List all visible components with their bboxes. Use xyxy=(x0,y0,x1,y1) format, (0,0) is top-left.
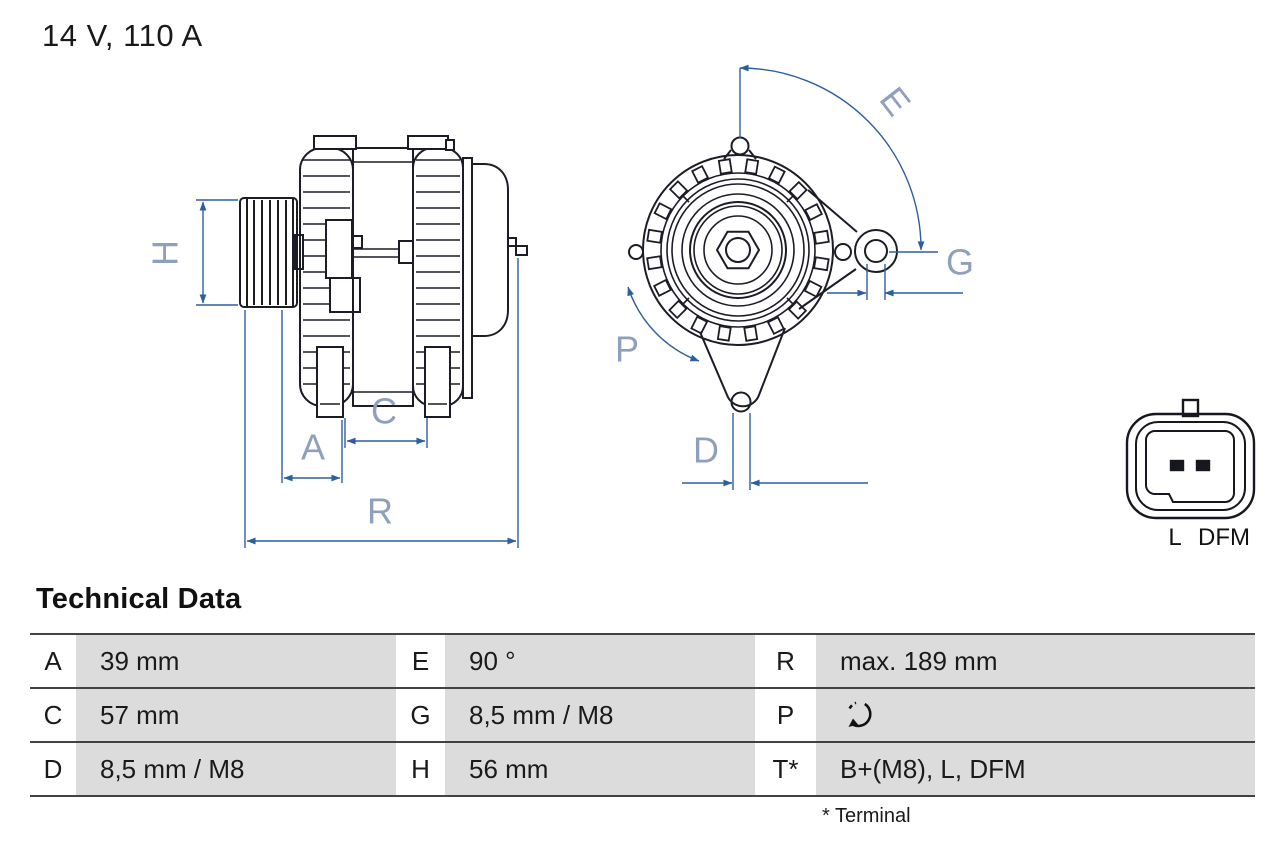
alternator-side-view xyxy=(239,135,528,418)
cell-value-E: 90 ° xyxy=(445,635,755,687)
cell-value-G: 8,5 mm / M8 xyxy=(445,689,755,741)
connector-pin-label-DFM: DFM xyxy=(1198,524,1250,551)
dim-label-C: C xyxy=(371,391,397,432)
pulley xyxy=(239,197,304,308)
voltage-amperage-title: 14 V, 110 A xyxy=(42,18,203,53)
cell-value-T: B+(M8), L, DFM xyxy=(816,743,1255,795)
left-tab xyxy=(628,244,644,260)
connector-pin-label-L: L xyxy=(1168,524,1181,551)
bottom-mount-foot xyxy=(699,327,786,413)
technical-drawings: H A C R xyxy=(145,64,1256,551)
table-row: C 57 mm G 8,5 mm / M8 P xyxy=(30,689,1255,743)
cell-key-A: A xyxy=(30,635,76,687)
cell-key-E: E xyxy=(396,635,445,687)
cell-key-C: C xyxy=(30,689,76,741)
dim-label-E: E xyxy=(872,79,919,123)
cell-key-G: G xyxy=(396,689,445,741)
cell-value-D: 8,5 mm / M8 xyxy=(76,743,396,795)
dim-label-A: A xyxy=(301,427,325,468)
rotation-direction-icon xyxy=(848,701,872,728)
cell-key-D: D xyxy=(30,743,76,795)
technical-data-section: Technical Data A 39 mm E 90 ° R max. 189… xyxy=(30,583,1255,828)
cell-key-T: T* xyxy=(755,743,816,795)
terminal-stud xyxy=(507,237,528,256)
cell-key-H: H xyxy=(396,743,445,795)
cell-value-P xyxy=(816,689,1255,741)
cell-value-H: 56 mm xyxy=(445,743,755,795)
dim-label-D: D xyxy=(693,430,719,471)
cell-value-C: 57 mm xyxy=(76,689,396,741)
alternator-front-view xyxy=(628,136,898,413)
right-mount-arm xyxy=(798,189,898,310)
terminal-footnote: * Terminal xyxy=(822,805,911,827)
vent-slots xyxy=(646,158,830,342)
cell-value-R: max. 189 mm xyxy=(816,635,1255,687)
mounting-feet xyxy=(316,346,451,418)
dim-label-R: R xyxy=(367,491,393,532)
connector-pin xyxy=(1195,459,1211,472)
connector-diagram xyxy=(1125,398,1256,520)
cell-key-P: P xyxy=(755,689,816,741)
cell-value-A: 39 mm xyxy=(76,635,396,687)
technical-data-table: A 39 mm E 90 ° R max. 189 mm C 57 mm G 8… xyxy=(30,633,1255,797)
dim-label-G: G xyxy=(946,242,974,283)
cell-key-R: R xyxy=(755,635,816,687)
dim-label-P: P xyxy=(615,329,639,370)
table-row: A 39 mm E 90 ° R max. 189 mm xyxy=(30,635,1255,689)
technical-data-title: Technical Data xyxy=(36,583,242,615)
table-row: D 8,5 mm / M8 H 56 mm T* B+(M8), L, DFM xyxy=(30,743,1255,797)
dim-label-H: H xyxy=(145,240,186,266)
side-view-dimensions xyxy=(196,199,519,548)
connector-pin xyxy=(1169,459,1185,472)
front-view-dimensions xyxy=(627,64,963,490)
